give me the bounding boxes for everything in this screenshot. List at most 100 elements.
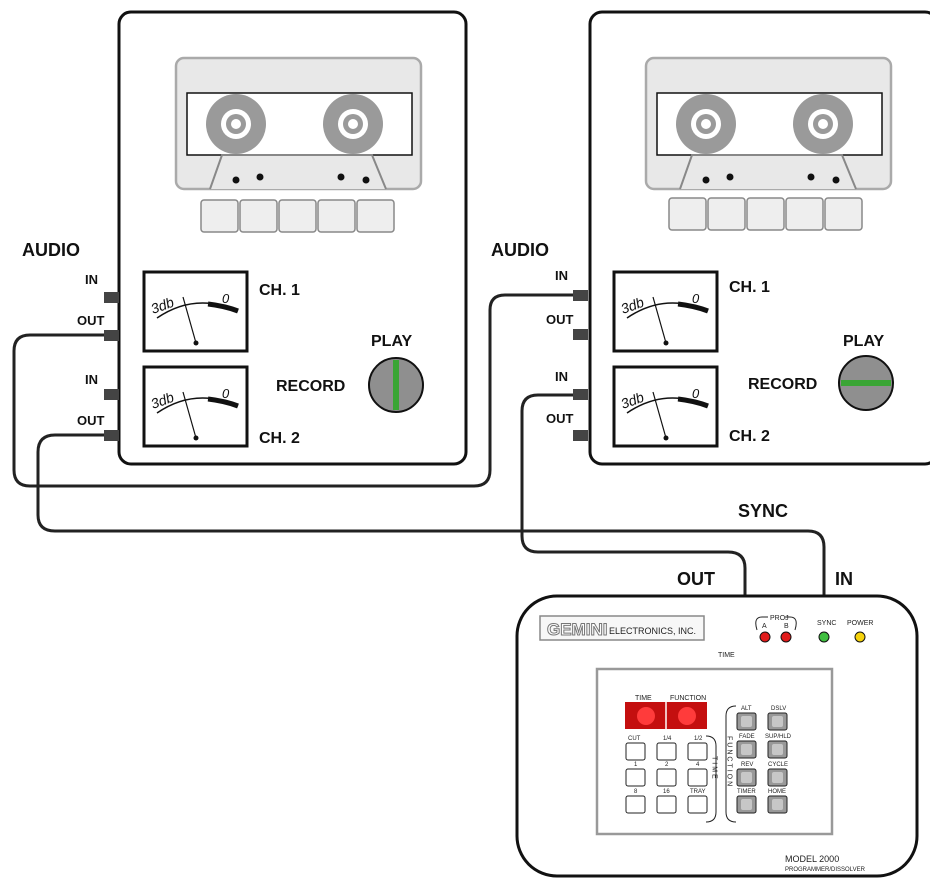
sync-led-label: SYNC [817, 620, 836, 627]
cassette-head-area [209, 154, 387, 190]
transport-button-4[interactable] [317, 199, 356, 233]
sync-led [818, 631, 830, 643]
time-keypad: CUT 1/4 1/2 1 2 4 8 16 TRAY [625, 736, 708, 814]
port-audio-out-1[interactable] [573, 329, 588, 340]
audio-label: AUDIO [491, 240, 549, 260]
function-button-label: FADE [739, 734, 755, 740]
cable-left-out1-to-right-in1 [12, 293, 573, 488]
vu-meter-ch1: 3db 0 [612, 270, 719, 353]
transport-button-1[interactable] [668, 197, 707, 231]
time-button-2[interactable] [656, 768, 677, 787]
time-button-1[interactable] [625, 768, 646, 787]
time-button-label: 2 [665, 762, 669, 768]
display-function-label: FUNCTION [670, 695, 706, 702]
display-time-label: TIME [635, 695, 652, 702]
vu-needle [182, 296, 197, 344]
vu-needle [182, 391, 197, 439]
transport-button-3[interactable] [746, 197, 785, 231]
brand-plate [539, 615, 705, 641]
proj-b-label: B [784, 623, 789, 630]
vu-scale-0: 0 [222, 291, 230, 306]
port-label-in-1: IN [555, 268, 568, 283]
vu-scale-0: 0 [692, 291, 700, 306]
knob-record-label: RECORD [748, 376, 817, 393]
proj-a-led [759, 631, 771, 643]
vu-scale-0: 0 [692, 386, 700, 401]
model-label: MODEL 2000 [785, 854, 839, 864]
function-keypad: ALT DSLV FADE SUP/HLD REV CYCLE TIMER HO… [736, 706, 792, 814]
vu-needle [652, 391, 667, 439]
vu-scale-3db: 3db [619, 389, 647, 412]
ch2-label: CH. 2 [729, 428, 770, 445]
time-header-label: TIME [718, 652, 735, 659]
transport-button-3[interactable] [278, 199, 317, 233]
function-button-label: CYCLE [768, 762, 788, 768]
port-audio-in-1[interactable] [104, 292, 119, 303]
transport-button-5[interactable] [356, 199, 395, 233]
time-button-4[interactable] [687, 768, 708, 787]
brand-logo: GEMINI [547, 620, 607, 639]
cassette-head-area [679, 154, 857, 190]
vu-scale-3db: 3db [149, 294, 177, 317]
vu-meter-ch1: 3db 0 [142, 270, 249, 353]
proj-b-led [780, 631, 792, 643]
in-label: IN [835, 569, 853, 589]
knob-play-label: PLAY [371, 333, 413, 350]
time-side-label: TIME [711, 756, 718, 781]
time-button-label: 16 [663, 789, 670, 795]
time-button-tray[interactable] [687, 795, 708, 814]
port-audio-out-1[interactable] [104, 330, 119, 341]
port-audio-in-2[interactable] [573, 389, 588, 400]
time-button-label: TRAY [690, 789, 706, 795]
port-label-out-2: OUT [546, 411, 574, 426]
time-button-label: 1/2 [694, 736, 703, 742]
display-function-digit [678, 707, 696, 725]
knob-record-label: RECORD [276, 378, 345, 395]
port-audio-in-2[interactable] [104, 389, 119, 400]
function-button-label: DSLV [771, 706, 786, 712]
vu-meter-ch2: 3db 0 [142, 365, 249, 448]
transport-button-2[interactable] [707, 197, 746, 231]
tape-deck-right: 3db 0 3db 0 CH. 1 CH. 2 PLAY RECORD AUDI… [491, 10, 930, 466]
audio-label: AUDIO [22, 240, 80, 260]
port-audio-out-2[interactable] [573, 430, 588, 441]
ch1-label: CH. 1 [259, 282, 300, 299]
port-label-in-1: IN [85, 272, 98, 287]
port-label-out-1: OUT [77, 313, 105, 328]
port-audio-in-1[interactable] [573, 290, 588, 301]
port-label-in-2: IN [555, 369, 568, 384]
time-button-label: 8 [634, 789, 638, 795]
time-button-8[interactable] [625, 795, 646, 814]
transport-button-1[interactable] [200, 199, 239, 233]
time-button-half[interactable] [687, 742, 708, 761]
mode-knob[interactable] [368, 357, 424, 413]
proj-a-label: A [762, 623, 767, 630]
function-button-label: ALT [741, 706, 752, 712]
function-button-label: HOME [768, 789, 786, 795]
audio-cables [12, 293, 826, 598]
port-label-out-1: OUT [546, 312, 574, 327]
transport-button-5[interactable] [824, 197, 863, 231]
sync-label: SYNC [738, 501, 788, 521]
transport-button-4[interactable] [785, 197, 824, 231]
cable-right-in2-to-sync-out [520, 393, 747, 598]
ch2-label: CH. 2 [259, 430, 300, 447]
port-label-in-2: IN [85, 372, 98, 387]
time-button-16[interactable] [656, 795, 677, 814]
vu-scale-3db: 3db [619, 294, 647, 317]
display-time-digit [637, 707, 655, 725]
transport-button-2[interactable] [239, 199, 278, 233]
mode-knob[interactable] [838, 355, 894, 411]
programmer-dissolver: GEMINI ELECTRONICS, INC. PROJ A B SYNC P… [515, 594, 919, 878]
time-button-label: 1 [634, 762, 638, 768]
brand-sub: ELECTRONICS, INC. [609, 626, 696, 636]
port-audio-out-2[interactable] [104, 430, 119, 441]
proj-label: PROJ [770, 615, 789, 622]
power-led-label: POWER [847, 620, 873, 627]
cable-left-out2-to-sync-in [36, 433, 826, 598]
time-button-quarter[interactable] [656, 742, 677, 761]
time-button-label: 1/4 [663, 736, 672, 742]
ch1-label: CH. 1 [729, 279, 770, 296]
time-button-cut[interactable] [625, 742, 646, 761]
